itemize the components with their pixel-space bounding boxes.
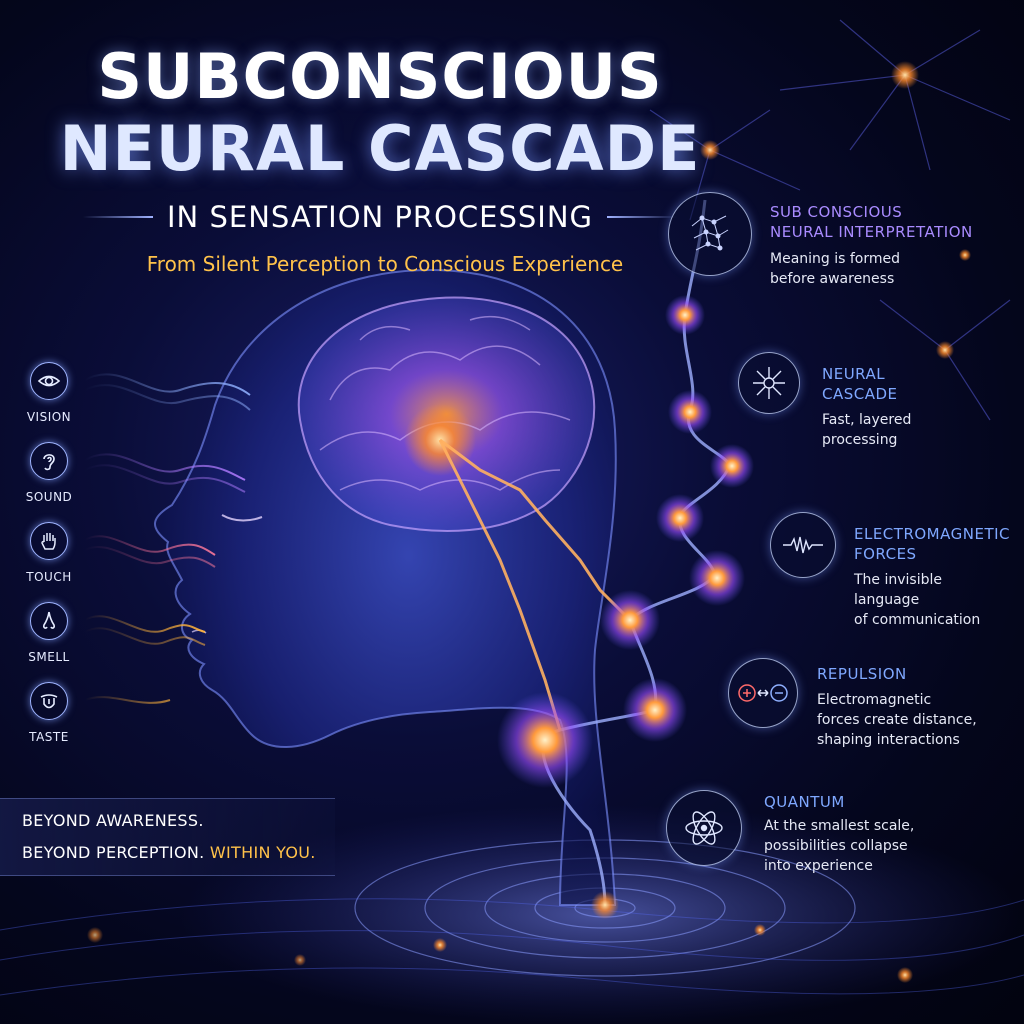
panel-heading: QUANTUM — [764, 793, 845, 811]
panel-heading: SUB CONSCIOUS NEURAL INTERPRETATION — [770, 203, 973, 241]
sense-smell: SMELL — [18, 602, 80, 664]
title-line-2: NEURAL CASCADE — [59, 112, 701, 185]
panel-neural-cascade: NEURAL CASCADE Fast, layered processing — [660, 352, 1010, 448]
eye-icon — [30, 362, 68, 400]
wave-icon — [770, 512, 836, 578]
sense-touch: TOUCH — [18, 522, 80, 584]
sense-label: SMELL — [28, 650, 70, 664]
subtitle-rule-right — [607, 216, 677, 218]
panel-desc: Meaning is formed before awareness — [770, 251, 901, 287]
tagline: From Silent Perception to Conscious Expe… — [146, 252, 624, 276]
panel-desc: At the smallest scale, possibilities col… — [764, 818, 915, 874]
panel-desc: Fast, layered processing — [822, 412, 912, 448]
awareness-line-2-a: BEYOND PERCEPTION. — [22, 843, 205, 862]
panel-desc: The invisible language of communication — [854, 572, 981, 628]
awareness-line-2: BEYOND PERCEPTION. WITHIN YOU. — [22, 843, 316, 862]
sense-waves — [84, 373, 251, 704]
closed-eye — [221, 514, 263, 522]
sense-sound: SOUND — [18, 442, 80, 504]
panel-repulsion: REPULSION Electromagnetic forces create … — [660, 658, 1010, 758]
sense-label: TASTE — [29, 730, 69, 744]
neuron-icon — [738, 352, 800, 414]
awareness-highlight: WITHIN YOU. — [209, 843, 316, 862]
panel-heading: REPULSION — [817, 665, 907, 683]
charges-icon — [728, 658, 798, 728]
sense-label: TOUCH — [26, 570, 72, 584]
distant-neurons — [649, 19, 1011, 421]
sense-label: VISION — [26, 410, 72, 424]
sense-label: SOUND — [25, 490, 73, 504]
cascade-lightning — [438, 438, 632, 731]
floor-grid-lines — [0, 898, 1024, 996]
nose-icon — [30, 602, 68, 640]
title-line-1: SUBCONSCIOUS — [97, 40, 663, 113]
hand-icon — [30, 522, 68, 560]
subtitle-rule-left — [83, 216, 153, 218]
atom-icon — [666, 790, 742, 866]
subtitle-text: IN SENSATION PROCESSING — [167, 200, 593, 234]
sense-vision: VISION — [18, 362, 80, 424]
panel-electromagnetic: ELECTROMAGNETIC FORCES The invisible lan… — [660, 512, 1010, 628]
ear-icon — [30, 442, 68, 480]
panel-quantum: QUANTUM At the smallest scale, possibili… — [660, 790, 1010, 890]
awareness-line-1: BEYOND AWARENESS. — [22, 811, 204, 830]
panel-neural-interpretation: SUB CONSCIOUS NEURAL INTERPRETATION Mean… — [660, 192, 1010, 287]
sense-taste: TASTE — [18, 682, 80, 744]
subtitle: IN SENSATION PROCESSING — [60, 200, 700, 234]
panel-heading: NEURAL CASCADE — [822, 365, 898, 403]
awareness-banner: BEYOND AWARENESS. BEYOND PERCEPTION. WIT… — [0, 798, 335, 876]
panel-heading: ELECTROMAGNETIC FORCES — [854, 525, 1010, 563]
neural-network-icon — [668, 192, 752, 276]
tongue-icon — [30, 682, 68, 720]
panel-desc: Electromagnetic forces create distance, … — [817, 692, 977, 748]
